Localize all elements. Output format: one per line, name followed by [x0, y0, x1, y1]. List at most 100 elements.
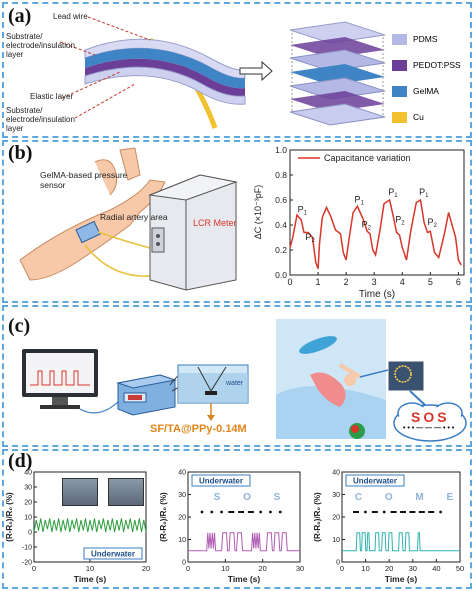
morse-dash — [353, 511, 359, 513]
y-tick-label: 20 — [178, 515, 186, 522]
morse-dash — [371, 511, 378, 513]
y-tick-label: 40 — [24, 470, 32, 477]
x-tick-label: 40 — [432, 564, 440, 573]
y-tick-label: 20 — [332, 515, 340, 522]
legend-label: PDMS — [413, 34, 438, 44]
morse-dash — [409, 511, 416, 513]
morse-dash — [238, 511, 245, 513]
peak-label: P2 — [428, 217, 438, 229]
y-tick-label: 0 — [336, 560, 340, 567]
x-tick-label: 20 — [385, 564, 393, 573]
y-tick-label: 0.0 — [275, 270, 287, 280]
x-tick-label: 5 — [428, 277, 433, 287]
resistance-series-line — [33, 518, 147, 533]
substrate-label-top: Substrate/ electrode/insulation layer — [6, 32, 75, 59]
x-tick-label: 30 — [409, 564, 417, 573]
y-tick-label: 40 — [332, 470, 340, 477]
morse-dash — [390, 511, 397, 513]
panel-d-label: (d) — [8, 450, 33, 472]
legend-item-gelma: GelMA — [392, 80, 470, 102]
y-axis-label: ΔC (×10⁻³pF) — [253, 185, 263, 240]
y-tick-label: 30 — [332, 492, 340, 499]
artery-label: Radial artery area — [100, 212, 168, 222]
elastic-layer-label: Elastic layer — [30, 92, 74, 101]
x-axis-label: Time (s) — [385, 574, 418, 584]
panel-a-label: (a) — [8, 5, 32, 27]
x-tick-label: 0 — [340, 564, 344, 573]
x-axis-label: Time (s) — [74, 574, 107, 584]
sos-text: SOS — [411, 409, 450, 425]
y-tick-label: -20 — [22, 560, 32, 567]
y-axis-label: (R-R₀)/R₀ (%) — [159, 492, 168, 542]
y-tick-label: 10 — [24, 515, 32, 522]
y-tick-label: 1.0 — [275, 145, 287, 155]
y-tick-label: 30 — [178, 492, 186, 499]
photo-foot-1 — [62, 478, 98, 506]
morse-dot — [269, 510, 272, 514]
peak-label: P2 — [395, 215, 405, 227]
y-tick-label: 0.8 — [275, 170, 287, 180]
panel-d — [2, 449, 472, 589]
x-tick-label: 4 — [400, 277, 405, 287]
y-tick-label: 10 — [332, 537, 340, 544]
morse-dot — [200, 510, 204, 514]
y-axis-label: (R-R₀)/R₀ (%) — [313, 492, 322, 542]
morse-dash — [247, 511, 254, 513]
y-axis-label: (R-R₀)/R₀ (%) — [5, 492, 14, 542]
legend-item-pdms: PDMS — [392, 28, 470, 50]
morse-dot — [259, 510, 263, 514]
morse-dash — [400, 511, 406, 513]
legend-swatch — [392, 59, 407, 71]
peak-label: P1 — [355, 195, 365, 207]
morse-dot — [278, 510, 282, 514]
morse-dot — [210, 510, 214, 514]
x-tick-label: 1 — [316, 277, 321, 287]
legend-swatch — [392, 33, 407, 45]
y-tick-label: 0 — [182, 560, 186, 567]
peak-label: P2 — [362, 220, 372, 232]
panel-b — [2, 140, 472, 303]
x-tick-label: 0 — [186, 564, 190, 573]
y-tick-label: 20 — [24, 500, 32, 507]
x-tick-label: 10 — [221, 564, 229, 573]
x-tick-label: 0 — [287, 277, 292, 287]
legend-item-pedot: PEDOT:PSS — [392, 54, 470, 76]
panel-c — [2, 305, 472, 447]
material-legend: PDMS PEDOT:PSS GelMA Cu — [392, 28, 470, 128]
legend-item-cu: Cu — [392, 106, 470, 128]
x-tick-label: 10 — [361, 564, 369, 573]
legend-swatch — [392, 85, 407, 97]
morse-dot — [364, 510, 367, 514]
water-label: water — [226, 380, 244, 387]
exploded-layers — [289, 21, 386, 126]
y-tick-label: 30 — [24, 485, 32, 492]
panel-c-label: (c) — [8, 315, 31, 337]
x-tick-label: 6 — [456, 277, 461, 287]
morse-dash — [228, 511, 235, 513]
panel-b-label: (b) — [8, 142, 33, 164]
sos-morse: • • • — — — • • • — [403, 425, 455, 432]
resistance-series-line — [188, 532, 300, 552]
morse-dash — [418, 511, 425, 513]
peak-label: P1 — [298, 205, 308, 217]
lead-wire-label: Lead wire — [53, 12, 88, 21]
y-tick-label: 40 — [178, 470, 186, 477]
y-tick-label: 0.2 — [275, 245, 287, 255]
legend-label: Cu — [413, 112, 424, 122]
sensor-illustration — [59, 16, 386, 129]
x-tick-label: 30 — [296, 564, 304, 573]
underwater-tag-box — [345, 474, 405, 487]
monitor-setup-illustration — [22, 349, 249, 421]
x-tick-label: 3 — [372, 277, 377, 287]
legend-label: GelMA — [413, 86, 439, 96]
legend-swatch — [392, 111, 407, 123]
lcr-meter-label: LCR Meter — [193, 218, 237, 228]
morse-dot — [220, 510, 223, 514]
plot-frame — [289, 149, 465, 276]
morse-dash — [428, 511, 435, 513]
chart-legend-label: Capacitance variation — [324, 153, 411, 163]
panel-a — [2, 2, 472, 138]
